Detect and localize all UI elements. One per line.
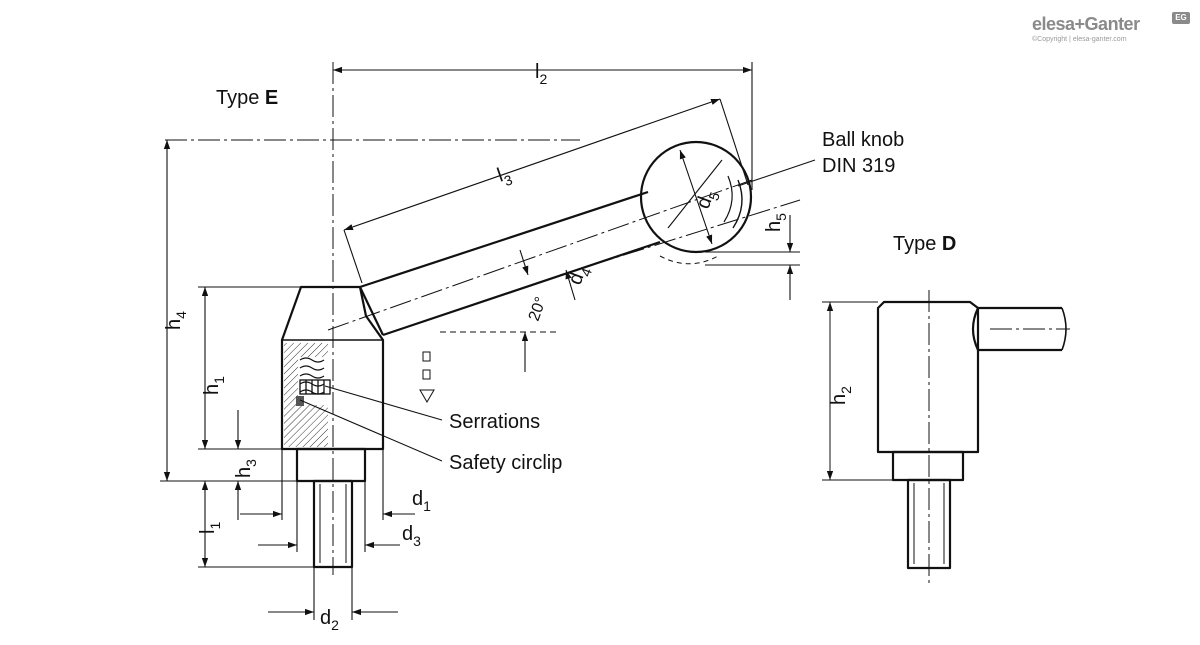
type-d-lever — [971, 306, 1062, 352]
dim-label-h5: h5 — [763, 213, 789, 232]
type-d-lines — [822, 290, 1070, 585]
ball-knob-label-1: Ball knob — [822, 129, 904, 151]
dim-label-d4: d4 — [564, 262, 595, 289]
brand-badge: EG — [1172, 12, 1190, 24]
serrations-label: Serrations — [449, 411, 540, 433]
brand-copyright: ©Copyright | elesa-ganter.com — [1032, 36, 1127, 43]
centerlines — [165, 62, 801, 575]
dim-label-d5: d5 — [692, 186, 723, 213]
dim-label-d3: d3 — [402, 523, 421, 549]
hub-body — [280, 285, 385, 451]
type-d-label: Type D — [893, 233, 956, 255]
dim-d4-a — [519, 249, 529, 276]
push-direction-indicator — [419, 351, 435, 403]
dim-label-h2: h2 — [828, 386, 854, 405]
dim-l3-line — [343, 98, 721, 231]
type-d-collar — [891, 450, 965, 482]
dim-label-h1: h1 — [201, 376, 227, 395]
dim-d5 — [679, 149, 713, 245]
brand-logo: elesa+Ganter EG ©Copyright | elesa-gante… — [1032, 12, 1192, 48]
dim-label-h4: h4 — [163, 311, 189, 330]
dim-l3-ext-b — [719, 98, 749, 186]
brand-name: elesa+Ganter — [1032, 14, 1140, 34]
lever-arm — [359, 190, 661, 337]
circlip-leader — [299, 399, 443, 462]
dim-label-d2: d2 — [320, 607, 339, 633]
centerline-lever-down — [559, 199, 801, 276]
ball-knob-label-2: DIN 319 — [822, 155, 895, 177]
ball-knob-leader — [737, 159, 816, 187]
dim-d4-b — [565, 269, 576, 301]
ball-knob-shading-2 — [723, 175, 733, 223]
dim-label-l2: l2 — [535, 61, 547, 87]
knob-swing-arc — [659, 254, 721, 265]
dim-label-d1: d1 — [412, 488, 431, 514]
dim-d5-b — [667, 159, 723, 229]
dimension-lines — [160, 62, 816, 620]
dim-l3-ext-a — [343, 229, 363, 284]
dim-label-h3: h3 — [233, 459, 259, 478]
hub-section — [284, 343, 331, 447]
dim-label-l1: l1 — [197, 522, 223, 534]
dim-label-l3: l3 — [494, 162, 514, 191]
lever-root-curve — [359, 286, 384, 336]
angle-label: 20° — [526, 295, 550, 324]
type-d-view — [876, 300, 1067, 570]
hatched-section-left — [284, 343, 298, 447]
serrations-leader — [324, 385, 443, 421]
hatched-section-bottom — [298, 405, 328, 447]
type-d-hub — [876, 300, 980, 454]
serration-teeth — [296, 357, 331, 406]
type-e-label: Type E — [216, 87, 278, 109]
hatched-section-top — [298, 343, 328, 357]
hub-collar — [295, 447, 367, 483]
safety-circlip-label: Safety circlip — [449, 452, 562, 474]
